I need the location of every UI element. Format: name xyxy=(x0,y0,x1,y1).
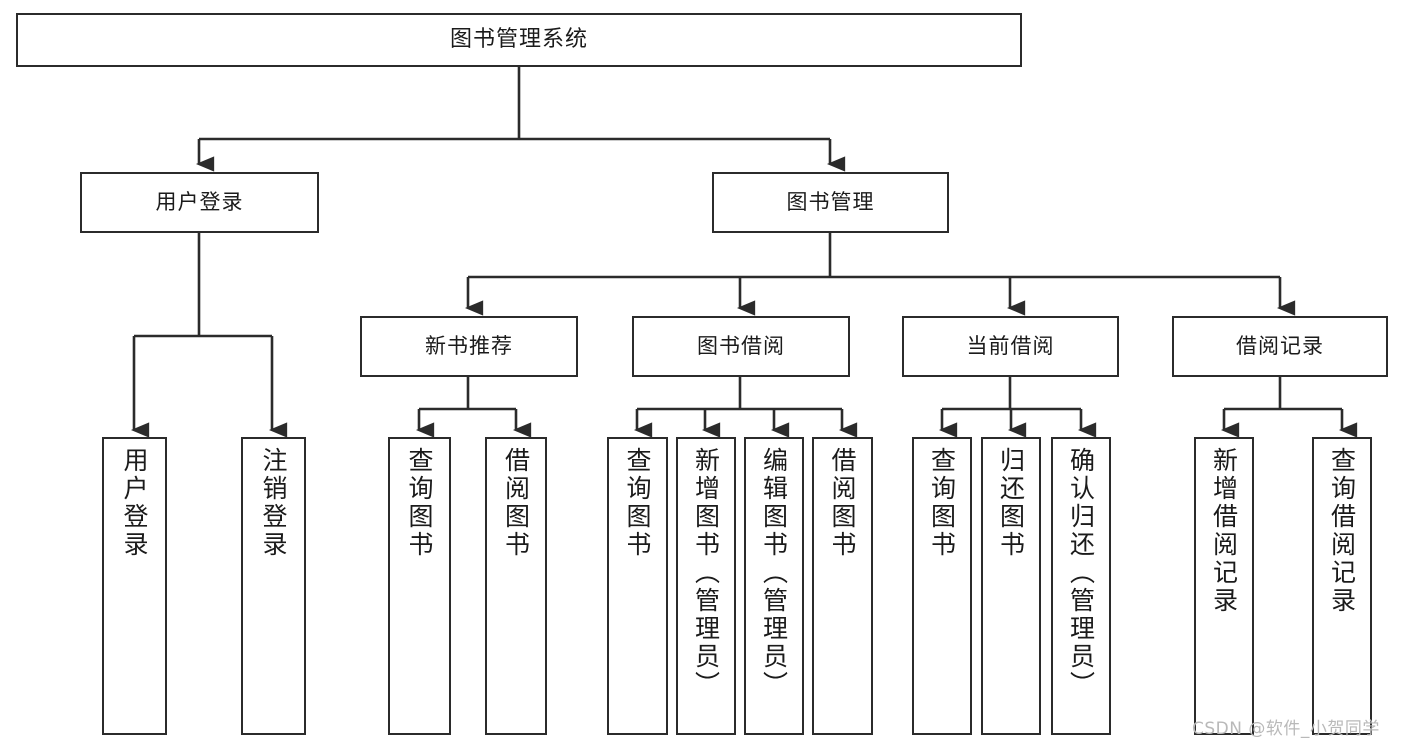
node-label: 查询图书 xyxy=(927,447,957,559)
leaf-query-book-recommend[interactable]: 查询图书 xyxy=(388,437,451,735)
node-label: 图书管理系统 xyxy=(449,27,588,53)
leaf-query-borrow-record[interactable]: 查询借阅记录 xyxy=(1312,437,1372,735)
node-label: 编辑图书（管理员） xyxy=(759,447,789,699)
node-label: 查询图书 xyxy=(623,447,652,559)
node-label: 新增借阅记录 xyxy=(1209,447,1239,615)
leaf-confirm-return-admin[interactable]: 确认归还（管理员） xyxy=(1051,437,1111,735)
leaf-logout-login[interactable]: 注销登录 xyxy=(241,437,306,735)
node-label: 新书推荐 xyxy=(425,334,513,359)
node-label: 注销登录 xyxy=(259,447,288,559)
node-label: 查询借阅记录 xyxy=(1327,447,1357,615)
leaf-borrow-book-recommend[interactable]: 借阅图书 xyxy=(485,437,547,735)
leaf-borrow-book[interactable]: 借阅图书 xyxy=(812,437,873,735)
leaf-add-book-admin[interactable]: 新增图书（管理员） xyxy=(676,437,736,735)
leaf-edit-book-admin[interactable]: 编辑图书（管理员） xyxy=(744,437,804,735)
node-label: 借阅记录 xyxy=(1236,334,1324,359)
leaf-return-book[interactable]: 归还图书 xyxy=(981,437,1041,735)
node-label: 用户登录 xyxy=(120,447,149,559)
node-label: 图书借阅 xyxy=(697,334,785,359)
node-borrow-record[interactable]: 借阅记录 xyxy=(1172,316,1388,377)
node-label: 图书管理 xyxy=(786,190,875,215)
node-label: 确认归还（管理员） xyxy=(1066,447,1096,699)
csdn-watermark: CSDN @软件_小贺同学 xyxy=(1192,719,1380,739)
node-new-book-recommend[interactable]: 新书推荐 xyxy=(360,316,578,377)
leaf-user-login[interactable]: 用户登录 xyxy=(102,437,167,735)
node-label: 借阅图书 xyxy=(828,447,857,559)
node-label: 用户登录 xyxy=(155,190,244,215)
node-root-book-management-system[interactable]: 图书管理系统 xyxy=(16,13,1022,67)
node-label: 归还图书 xyxy=(996,447,1026,559)
node-label: 新增图书（管理员） xyxy=(691,447,721,699)
node-current-borrow[interactable]: 当前借阅 xyxy=(902,316,1119,377)
node-book-management[interactable]: 图书管理 xyxy=(712,172,949,233)
node-book-borrow[interactable]: 图书借阅 xyxy=(632,316,850,377)
leaf-add-borrow-record[interactable]: 新增借阅记录 xyxy=(1194,437,1254,735)
node-label: 当前借阅 xyxy=(966,334,1055,359)
node-label: 查询图书 xyxy=(405,447,434,559)
node-user-login[interactable]: 用户登录 xyxy=(80,172,319,233)
node-label: 借阅图书 xyxy=(501,447,531,559)
leaf-query-book-borrow[interactable]: 查询图书 xyxy=(607,437,668,735)
leaf-query-book-current[interactable]: 查询图书 xyxy=(912,437,972,735)
